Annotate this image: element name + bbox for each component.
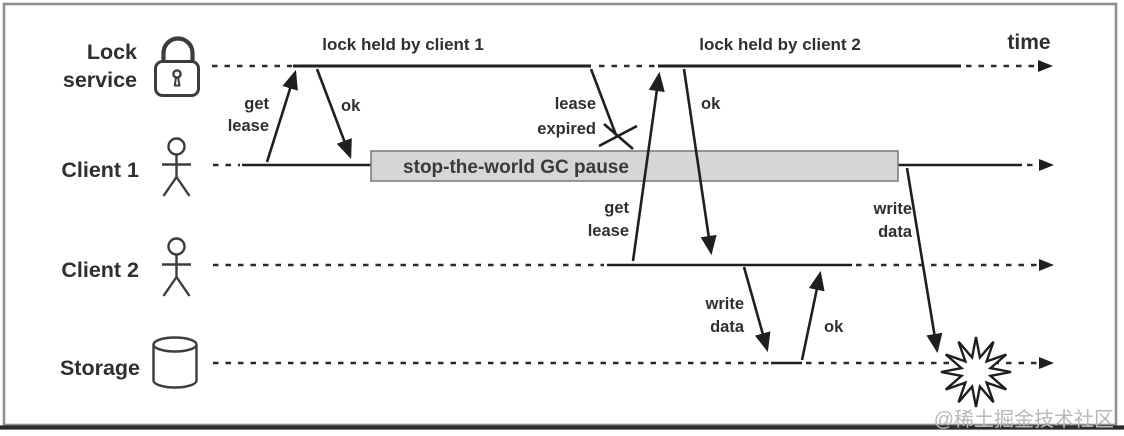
svg-text:data: data <box>710 318 745 336</box>
time-arrowhead-client1 <box>1039 159 1054 171</box>
storage-database-icon <box>152 336 198 389</box>
lease-expired-marker <box>589 68 638 150</box>
storage-label: Storage <box>60 356 140 380</box>
storage-timeline <box>213 357 1054 369</box>
write-data-label-client1: write data <box>872 200 912 241</box>
frame-border <box>2 2 1118 427</box>
time-arrowhead-lock <box>1038 60 1053 72</box>
svg-text:lease: lease <box>588 222 629 240</box>
gc-pause-box <box>370 150 899 182</box>
lease-expired-label: lease expired <box>537 95 596 138</box>
svg-text:write: write <box>872 200 912 218</box>
svg-text:expired: expired <box>537 120 596 138</box>
time-axis-label: time <box>1007 31 1050 54</box>
client2-label: Client 2 <box>61 258 139 282</box>
lock-held-by-client2-header: lock held by client 2 <box>699 35 861 54</box>
write-data-arrow-client2 <box>742 266 771 353</box>
client2-person-icon <box>162 237 191 297</box>
lock-service-label-line1: Lock <box>87 40 137 64</box>
ok-arrow-from-storage <box>800 270 825 361</box>
time-arrowhead-storage <box>1039 357 1054 369</box>
explosion-icon <box>940 336 1012 408</box>
lock-icon <box>154 36 200 97</box>
client2-timeline <box>213 259 1054 271</box>
ok-arrow-to-client2 <box>682 68 717 256</box>
svg-text:lease: lease <box>228 117 269 135</box>
get-lease-arrow-client1 <box>265 69 298 163</box>
client1-label: Client 1 <box>61 158 139 182</box>
write-data-label-client2: write data <box>704 295 744 336</box>
get-lease-arrow-client2 <box>631 71 665 262</box>
svg-text:get: get <box>244 95 269 113</box>
write-data-arrow-client1 <box>905 167 943 354</box>
lane-label-lock-service: Lock service <box>63 40 137 92</box>
lock-service-timeline <box>212 60 1053 72</box>
gc-pause-label: stop-the-world GC pause <box>403 157 629 178</box>
svg-text:lease: lease <box>555 95 596 113</box>
ok-label-2: ok <box>701 95 721 113</box>
client1-person-icon <box>162 137 191 197</box>
watermark: @稀土掘金技术社区 <box>934 408 1114 431</box>
svg-text:get: get <box>604 199 629 217</box>
svg-text:write: write <box>704 295 744 313</box>
ok-arrow-to-client1 <box>315 68 352 160</box>
ok-label-1: ok <box>341 97 361 115</box>
lock-service-label-line2: service <box>63 68 137 92</box>
ok-label-storage: ok <box>824 318 844 336</box>
lock-held-by-client1-header: lock held by client 1 <box>322 35 484 54</box>
svg-text:data: data <box>878 223 913 241</box>
get-lease-label-1: get lease <box>228 95 270 135</box>
get-lease-label-2: get lease <box>588 199 630 240</box>
time-arrowhead-client2 <box>1039 259 1054 271</box>
